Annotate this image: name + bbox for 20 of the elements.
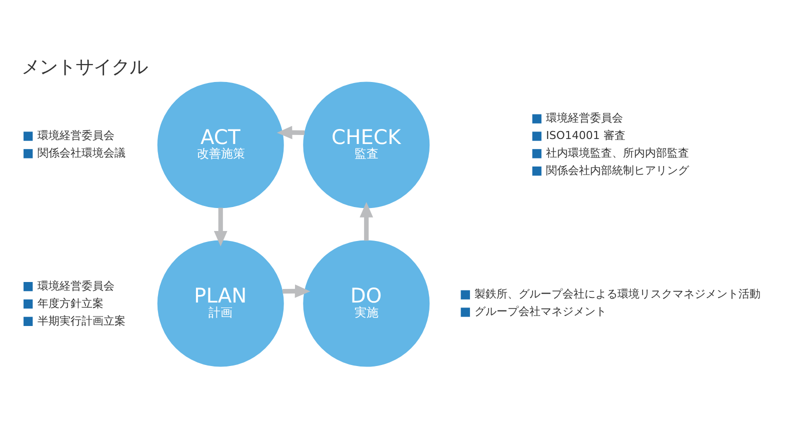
node-circle: ACT 改善施策 <box>157 82 284 208</box>
node-label: 製鉄所、グループ会社による環境リスクマネジメント活動 <box>474 288 761 301</box>
node-label: 関係会社内部統制ヒアリング <box>546 164 690 177</box>
node-circle: DO 実施 <box>303 240 430 367</box>
arrow <box>214 208 228 246</box>
arrow <box>282 284 310 298</box>
arrow <box>276 126 305 140</box>
node-label: 半期実行計画立案 <box>37 314 126 328</box>
diagram-title: メントサイクル <box>22 57 148 78</box>
node-circle: CHECK 監査 <box>303 82 430 208</box>
node-circle: PLAN 計画 <box>157 240 284 367</box>
node-label: グループ会社マネジメント <box>474 305 607 318</box>
node-label: 関係会社環境会議 <box>37 146 126 160</box>
node-label: 環境経営委員会 <box>546 112 624 125</box>
node-label: ISO14001 審査 <box>546 129 626 142</box>
node-label: 環境経営委員会 <box>37 129 114 142</box>
arrow <box>360 202 374 241</box>
node-label: 環境経営委員会 <box>37 279 114 292</box>
node-label: 社内環境監査、所内内部監査 <box>546 146 690 160</box>
node-label: 年度方針立案 <box>37 296 104 310</box>
